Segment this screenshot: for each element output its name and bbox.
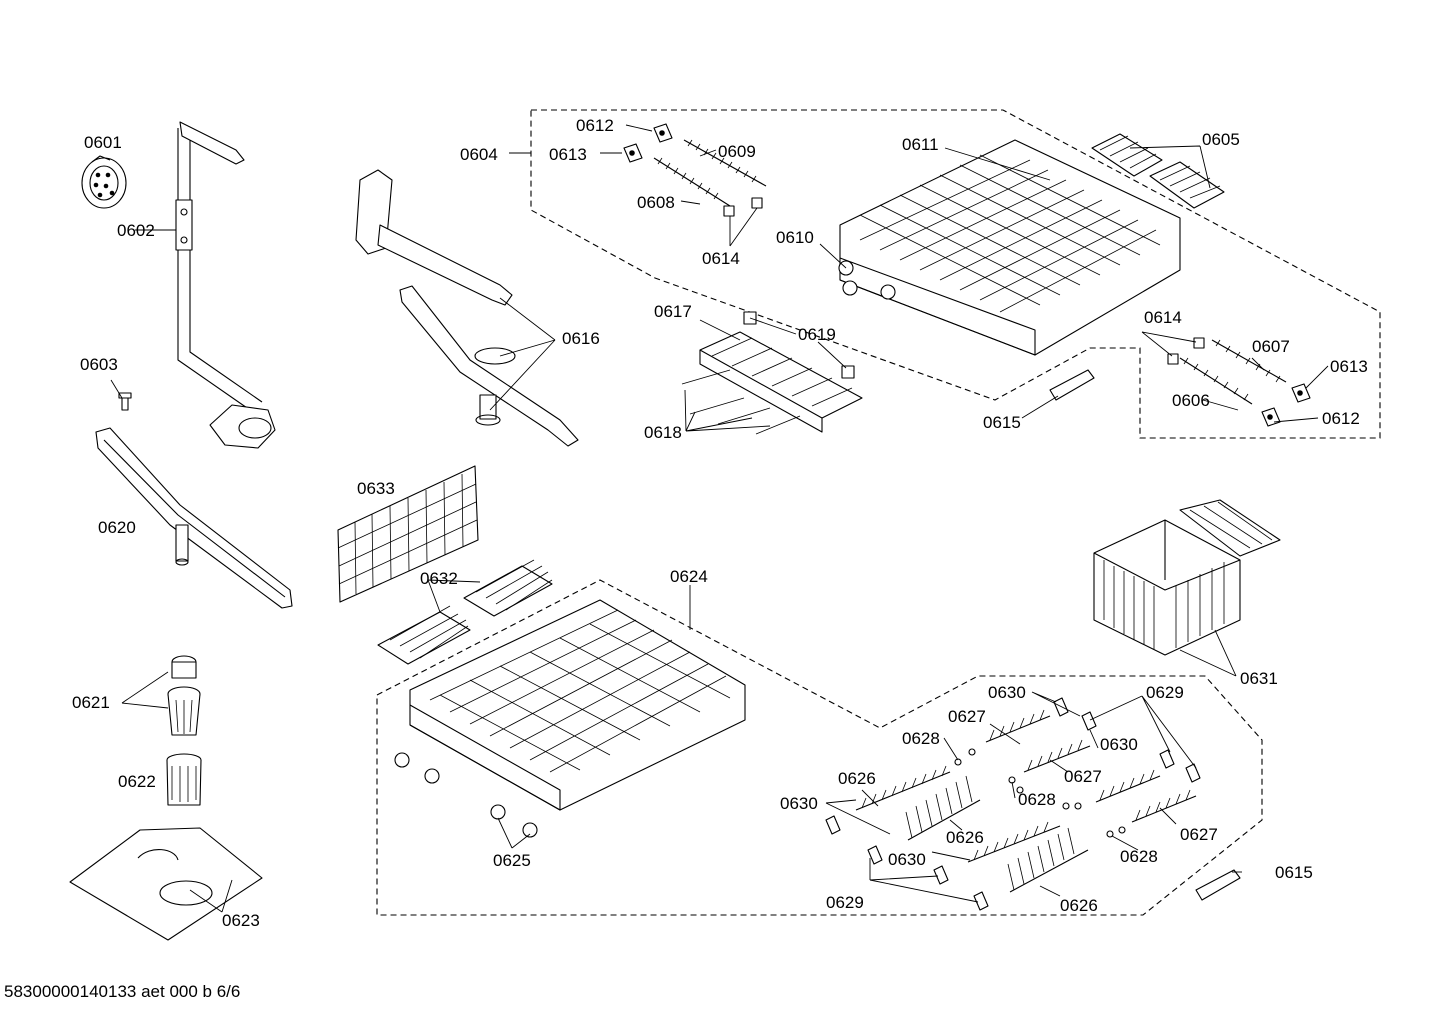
label-0621: 0621 bbox=[72, 693, 110, 712]
part-0621-filter bbox=[167, 655, 201, 736]
label-0626-left: 0626 bbox=[838, 769, 876, 788]
part-0612-0613-clips bbox=[623, 123, 673, 163]
label-0628-right: 0628 bbox=[1120, 847, 1158, 866]
label-0605: 0605 bbox=[1202, 130, 1240, 149]
part-0616-spray-arm-assembly bbox=[355, 169, 579, 447]
label-0632: 0632 bbox=[420, 569, 458, 588]
part-0622-micro-filter bbox=[166, 753, 202, 806]
label-0625: 0625 bbox=[493, 851, 531, 870]
part-0626-0627-tine-rows bbox=[855, 709, 1197, 893]
part-0603-screw bbox=[118, 392, 132, 411]
document-reference-number: 58300000140133 aet 000 b 6/6 bbox=[4, 982, 240, 1001]
upper-rack-group-outline bbox=[530, 109, 1381, 439]
part-0615-handle-upper bbox=[1049, 369, 1095, 401]
label-0603: 0603 bbox=[80, 355, 118, 374]
label-0611: 0611 bbox=[902, 135, 939, 154]
part-0620-lower-spray-arm bbox=[95, 427, 293, 609]
label-0620: 0620 bbox=[98, 518, 136, 537]
part-0601-nozzle bbox=[81, 155, 127, 209]
label-0619: 0619 bbox=[798, 325, 836, 344]
label-0613-upper: 0613 bbox=[549, 145, 587, 164]
label-0618: 0618 bbox=[644, 423, 682, 442]
label-0629-top: 0629 bbox=[1146, 683, 1184, 702]
label-0627-top: 0627 bbox=[948, 707, 986, 726]
label-0614-upper: 0614 bbox=[702, 249, 740, 268]
label-0627-right: 0627 bbox=[1180, 825, 1218, 844]
label-0629-bottom: 0629 bbox=[826, 893, 864, 912]
part-0602-supply-tube bbox=[175, 121, 276, 449]
part-0633-grid-insert bbox=[337, 465, 479, 603]
label-0612-right: 0612 bbox=[1322, 409, 1360, 428]
part-0628-0629-0630-clips bbox=[825, 697, 1201, 911]
label-0623: 0623 bbox=[222, 911, 260, 930]
label-0628-middle: 0628 bbox=[1018, 790, 1056, 809]
label-0616: 0616 bbox=[562, 329, 600, 348]
part-0608-0609-tine-rows bbox=[653, 139, 767, 217]
label-0617: 0617 bbox=[654, 302, 692, 321]
label-0602: 0602 bbox=[117, 221, 155, 240]
label-0630-bottom: 0630 bbox=[888, 850, 926, 869]
label-0630-left: 0630 bbox=[780, 794, 818, 813]
label-0630-top: 0630 bbox=[988, 683, 1026, 702]
label-0612-upper: 0612 bbox=[576, 116, 614, 135]
label-0627-middle: 0627 bbox=[1064, 767, 1102, 786]
part-0623-flat-filter bbox=[69, 827, 263, 941]
part-0618-tine-strips bbox=[681, 369, 801, 435]
label-0608: 0608 bbox=[637, 193, 675, 212]
label-0630-right: 0630 bbox=[1100, 735, 1138, 754]
label-0615-lower: 0615 bbox=[1275, 863, 1313, 882]
part-0631-cutlery-basket bbox=[1093, 499, 1281, 656]
label-0610: 0610 bbox=[776, 228, 814, 247]
part-labels: 0601 0602 0603 0604 0605 0606 0607 0608 … bbox=[72, 116, 1368, 930]
label-0626-right: 0626 bbox=[1060, 896, 1098, 915]
leader-lines bbox=[110, 124, 1329, 913]
label-0624: 0624 bbox=[670, 567, 708, 586]
part-0624-lower-basket bbox=[394, 599, 746, 838]
label-0607: 0607 bbox=[1252, 337, 1290, 356]
label-0606: 0606 bbox=[1172, 391, 1210, 410]
part-0615-handle-lower bbox=[1195, 869, 1241, 901]
label-0622: 0622 bbox=[118, 772, 156, 791]
label-0633: 0633 bbox=[357, 479, 395, 498]
label-0631: 0631 bbox=[1240, 669, 1278, 688]
label-0614-right: 0614 bbox=[1144, 308, 1182, 327]
part-0611-upper-basket bbox=[838, 139, 1181, 356]
label-0613-right: 0613 bbox=[1330, 357, 1368, 376]
label-0609: 0609 bbox=[718, 142, 756, 161]
part-0605-racks bbox=[1091, 133, 1225, 209]
part-0606-0607-tine-rows bbox=[1167, 337, 1311, 427]
part-0632-folding-racks bbox=[377, 559, 553, 665]
label-0615-upper: 0615 bbox=[983, 413, 1021, 432]
label-0628-top: 0628 bbox=[902, 729, 940, 748]
label-0604: 0604 bbox=[460, 145, 498, 164]
label-0626-middle: 0626 bbox=[946, 828, 984, 847]
label-0601: 0601 bbox=[84, 133, 122, 152]
